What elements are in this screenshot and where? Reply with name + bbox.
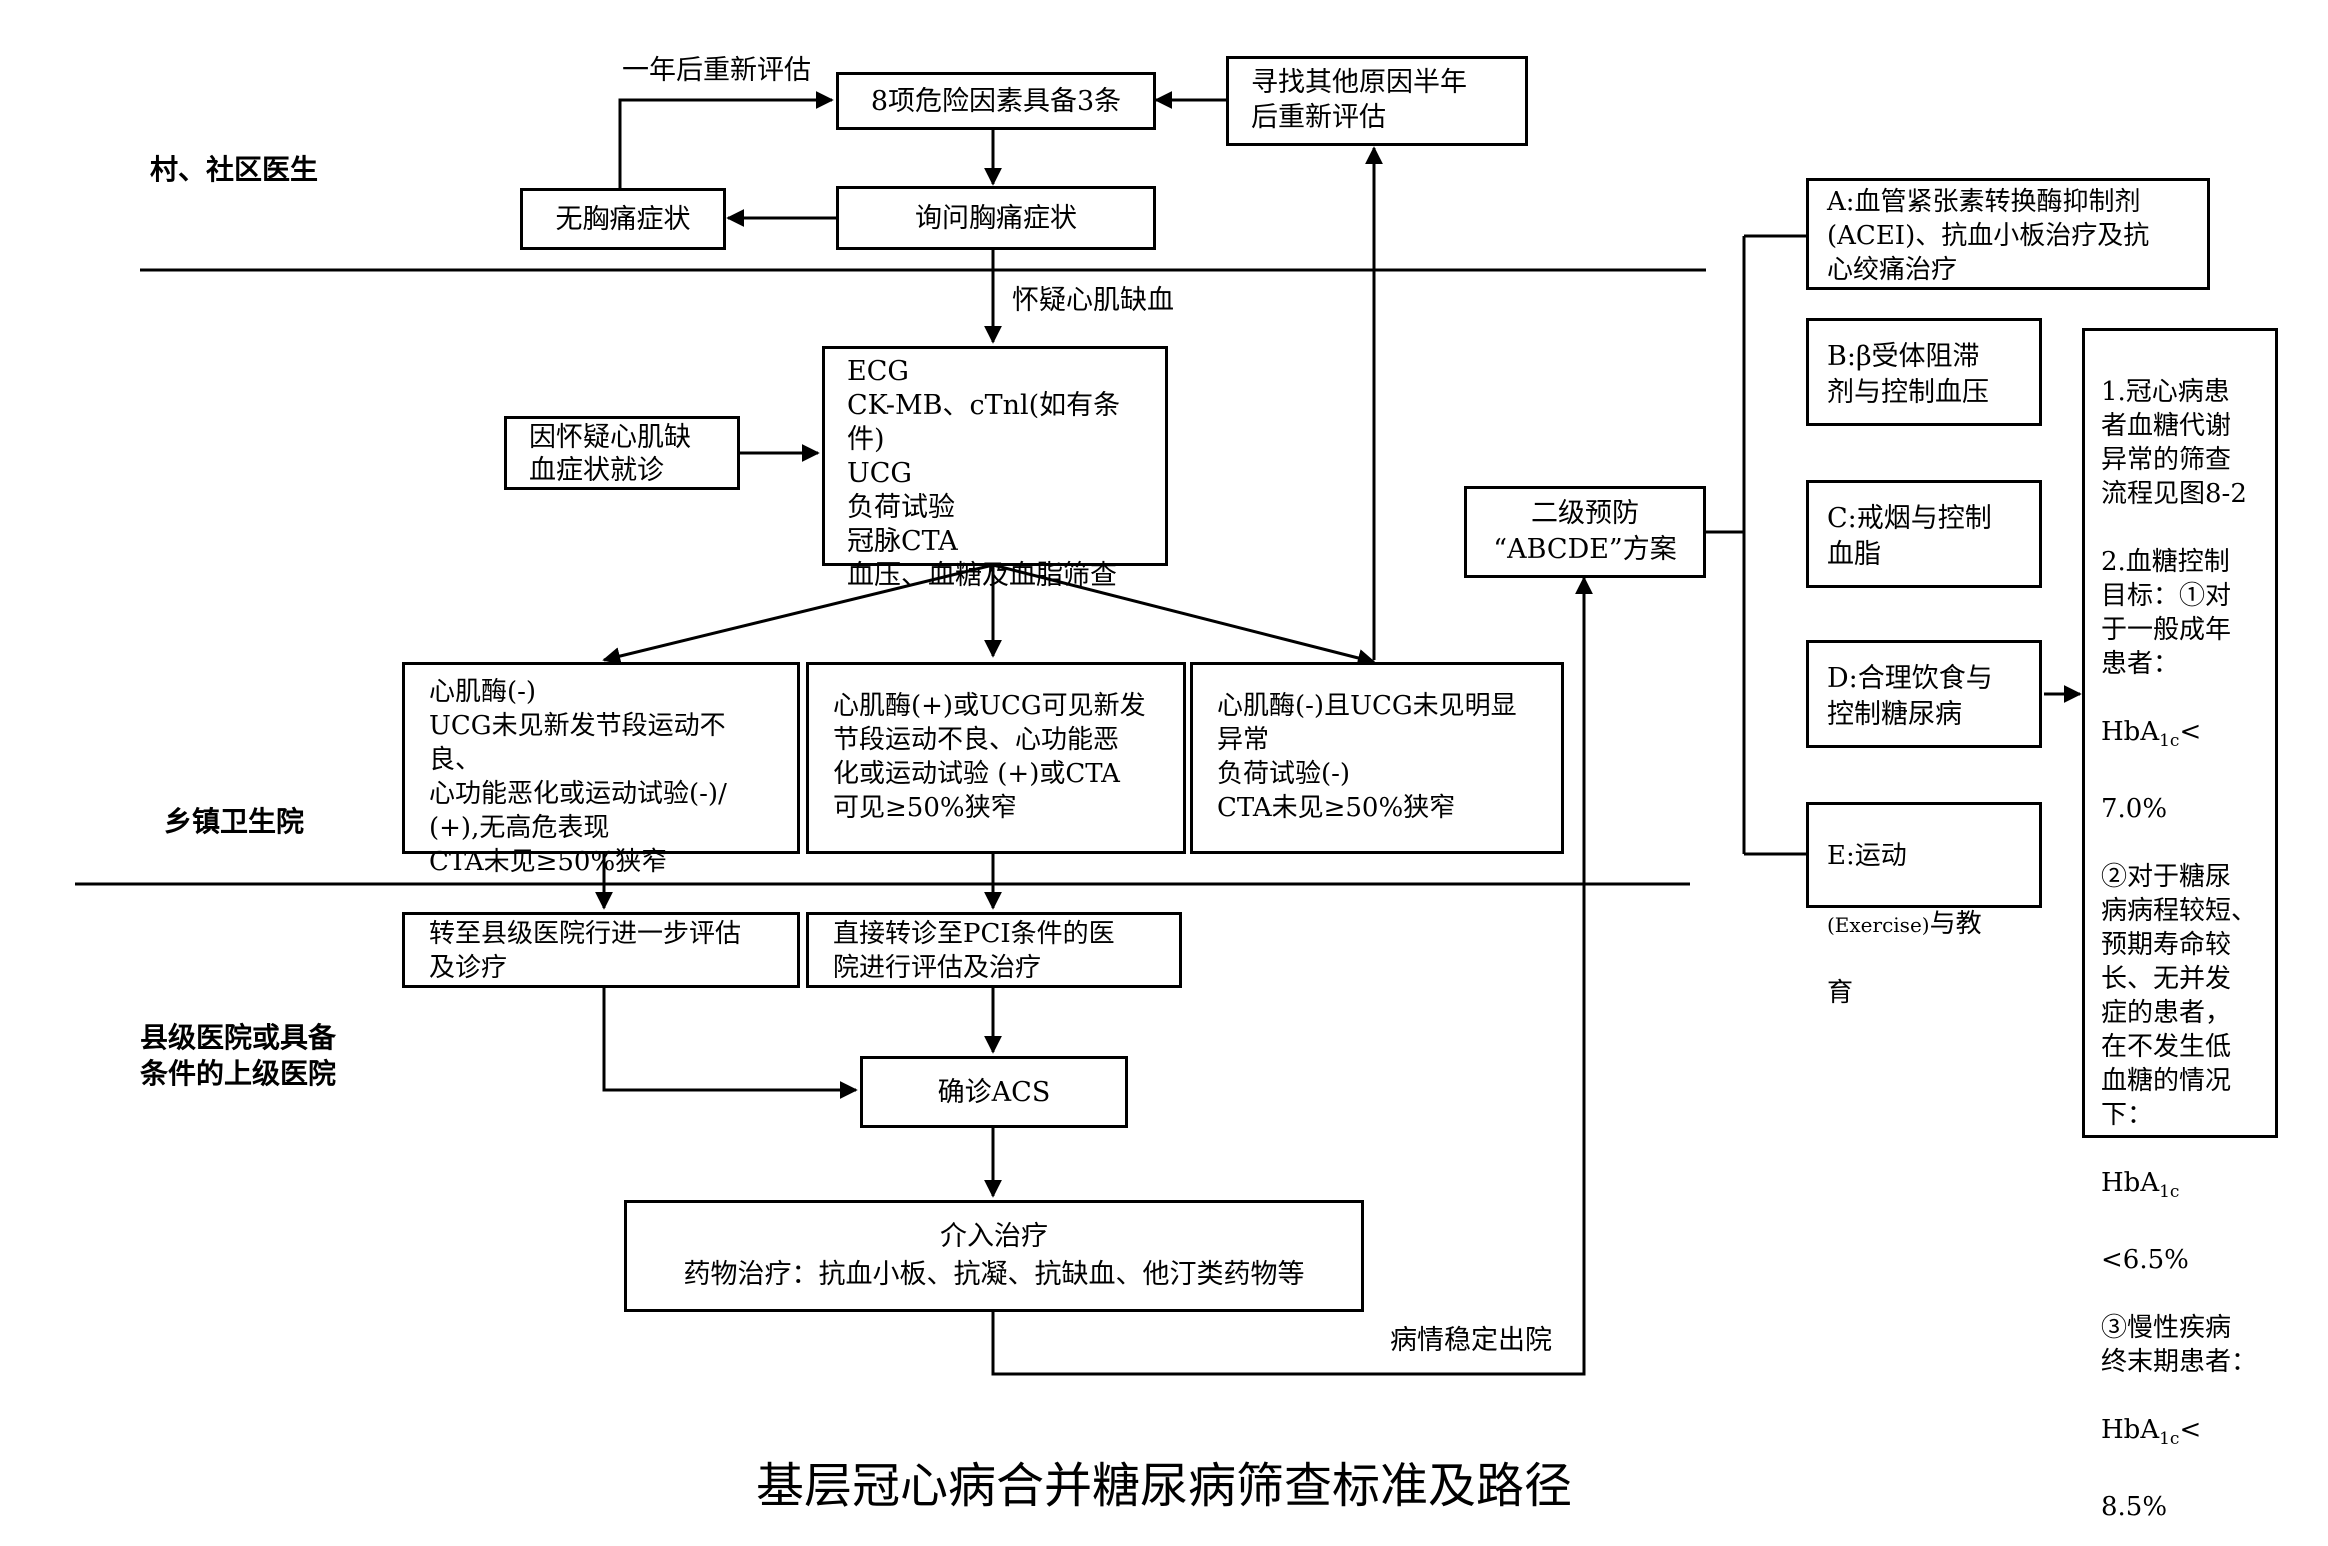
box-tests: ECG CK-MB、cTnl(如有条件) UCG 负荷试验 冠脉CTA 血压、血… [822, 346, 1168, 591]
box-confirmed-acs: 确诊ACS [860, 1056, 1128, 1128]
box-no-chest-pain: 无胸痛症状 [520, 188, 726, 250]
label-suspect-ischemia: 怀疑心肌缺血 [1012, 285, 1174, 316]
box-other-cause: 寻找其他原因半年 后重新评估 [1226, 56, 1528, 146]
box-abcde-d: D:合理饮食与 控制糖尿病 [1806, 640, 2042, 748]
box-abcde-e: E:运动 (Exercise)与教 育 [1806, 802, 2042, 1008]
box-secondary-prevention: 二级预防 “ABCDE”方案 [1464, 486, 1706, 578]
notes-line-hb2: HbA1c [2101, 1168, 2180, 1202]
box-abcde-a: A:血管紧张素转换酶抑制剂 (ACEI)、抗血小板治疗及抗 心绞痛治疗 [1806, 178, 2210, 290]
box-abcde-c: C:戒烟与控制 血脂 [1806, 480, 2042, 588]
notes-p4: ③慢性疾病 终末期患者： [2101, 1313, 2258, 1377]
e-exercise: (Exercise) [1827, 913, 1930, 937]
e-prefix: E:运动 [1827, 841, 1907, 871]
box-notes: 1.冠心病患 者血糖代谢 异常的筛查 流程见图8-2 2.血糖控制 目标：①对 … [2082, 328, 2278, 1522]
box-ask-chest-pain: 询问胸痛症状 [836, 186, 1156, 250]
box-result-2: 心肌酶(+)或UCG可见新发 节段运动不良、心功能恶 化或运动试验 (+)或CT… [806, 662, 1186, 854]
box-county-referral: 转至县级医院行进一步评估 及诊疗 [402, 912, 800, 988]
notes-v1: 7.0% [2101, 794, 2168, 824]
box-treatment: 介入治疗 药物治疗：抗血小板、抗凝、抗缺血、他汀类药物等 [624, 1200, 1364, 1312]
arrow-treat-to-secondary [991, 576, 1593, 1376]
notes-p3: ②对于糖尿 病病程较短、 预期寿命较 长、无并发 症的患者， 在不发生低 血糖的… [2101, 862, 2258, 1130]
box-result-1: 心肌酶(-) UCG未见新发节段运动不良、 心功能恶化或运动试验(-)/ (+)… [402, 662, 800, 877]
level-county: 县级医院或具备 条件的上级医院 [140, 1021, 337, 1090]
notes-p2: 2.血糖控制 目标：①对 于一般成年 患者： [2101, 547, 2232, 679]
arrow-tests-to-res1 [602, 563, 994, 665]
label-stable-discharge: 病情稳定出院 [1390, 1325, 1552, 1356]
box-abcde-b: B:β受体阻滞 剂与控制血压 [1806, 318, 2042, 426]
box-pci-referral: 直接转诊至PCI条件的医 院进行评估及治疗 [806, 912, 1182, 988]
level-village: 村、社区医生 [150, 153, 319, 186]
e-suffix: 与教 [1929, 909, 1982, 939]
arrow-tests-to-res3 [992, 563, 1376, 667]
arrow-no-pain-to-risk [618, 91, 834, 188]
box-result-3: 心肌酶(-)且UCG未见明显 异常 负荷试验(-) CTA未见≥50%狭窄 [1190, 662, 1564, 854]
arrow-county-to-acs [602, 986, 858, 1099]
page-title: 基层冠心病合并糖尿病筛查标准及路径 [755, 1458, 1572, 1514]
e-line2: 育 [1827, 978, 1854, 1008]
notes-p1: 1.冠心病患 者血糖代谢 异常的筛查 流程见图8-2 [2101, 377, 2247, 509]
box-suspected-visit: 因怀疑心肌缺 血症状就诊 [504, 416, 740, 490]
level-township: 乡镇卫生院 [164, 805, 305, 838]
notes-line-hb3: HbA1c< [2101, 1415, 2202, 1449]
box-risk-factors: 8项危险因素具备3条 [836, 72, 1156, 130]
label-reeval-year: 一年后重新评估 [622, 55, 811, 86]
notes-line-hb1: HbA1c< [2101, 717, 2202, 751]
notes-v3: 8.5% [2101, 1492, 2168, 1522]
notes-t2: <6.5% [2101, 1245, 2189, 1275]
